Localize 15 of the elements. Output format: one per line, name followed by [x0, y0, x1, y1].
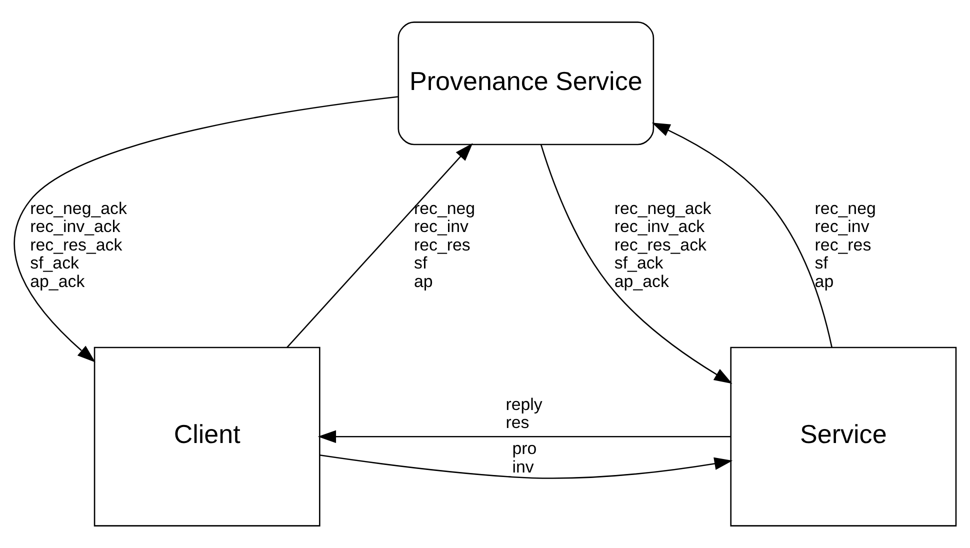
edge-label: rec_neg_ack rec_inv_ack rec_res_ack sf_ack ap_ack [614, 199, 712, 291]
arrow [540, 144, 732, 384]
edge-label: rec_neg_ack rec_inv_ack rec_res_ack sf_ack ap_ack [30, 199, 127, 291]
edge-label: pro inv [512, 439, 537, 476]
edge-label: rec_neg rec_inv rec_res sf ap [814, 199, 876, 291]
edge-label: rec_neg rec_inv rec_res sf ap [414, 199, 476, 291]
arrow [286, 143, 473, 348]
arrow [652, 122, 832, 348]
node-box: Service [730, 346, 957, 526]
node-box: Client [94, 346, 320, 526]
arrow [318, 430, 731, 444]
arrow [320, 454, 733, 479]
node-box: Provenance Service [398, 22, 654, 146]
edge-label: reply res [506, 394, 542, 432]
arrow [14, 96, 398, 362]
